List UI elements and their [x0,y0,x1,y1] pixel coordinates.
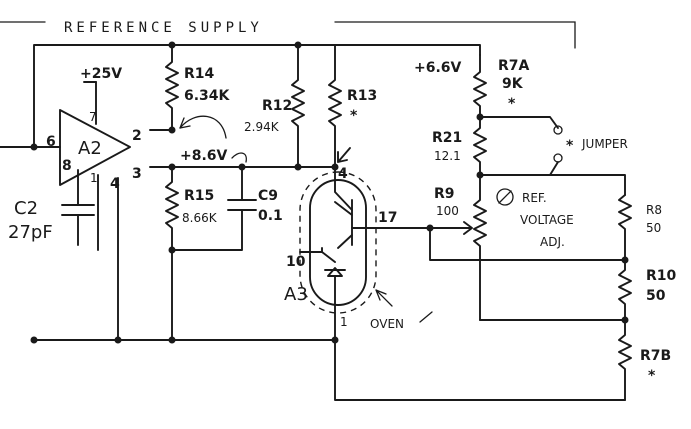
jumper-star: * [566,138,574,154]
r8-value: 50 [646,221,661,235]
r15-name: R15 [184,188,214,204]
r7a-star: * [508,96,516,112]
capacitor-c9 [171,166,257,251]
jumper-label: JUMPER [581,137,628,151]
a2-pin-7: 7 [89,110,97,124]
r12-name: R12 [262,98,292,114]
a3-name: A3 [284,284,308,305]
junction-dot [30,336,38,344]
jumper-terminal [553,153,563,163]
r9-name: R9 [434,186,455,202]
a3-pin-4: 4 [338,166,348,182]
a2-pin-4: 4 [110,176,120,192]
a3-pin-10: 10 [286,254,306,270]
oven-pointer [375,289,433,323]
junction-dot [331,163,339,171]
a2-pin-8: 8 [62,158,72,174]
a2-pin-3: 3 [132,166,142,182]
a3-pin-17: 17 [378,210,397,226]
r12-value: 2.94K [244,120,280,134]
c2-name: C2 [14,198,38,219]
potentiometer-r9 [473,174,487,321]
a2-pin-6: 6 [46,134,56,150]
r13-name: R13 [347,88,377,104]
resistor-r13 [328,44,342,181]
r14-name: R14 [184,66,215,82]
jumper-top-wire [479,116,559,129]
svg-text:A2: A2 [78,138,102,159]
r13-value: * [350,108,358,124]
resistor-r14 [165,44,179,131]
r9-wiper-arrow [429,221,473,235]
supply-25v-wire [83,81,97,125]
oven-label: OVEN [370,317,404,331]
resistor-r7a [473,54,487,118]
r10-name: R10 [646,268,677,284]
resistor-r7b [618,319,632,401]
junction-dot [114,336,122,344]
resistor-r8 [618,194,632,261]
a3-oven-package [299,171,431,341]
supply-25v-label: +25V [80,66,122,82]
c9-name: C9 [258,188,278,204]
resistor-r10 [618,259,632,319]
r7a-value: 9K [502,76,524,92]
r7a-name: R7A [498,58,530,74]
ref-adj-line2: VOLTAGE [520,213,574,227]
title-frame [0,21,576,49]
r15-value: 8.66K [182,211,218,225]
feedback-arrow [179,115,227,139]
resistor-r15 [165,166,179,341]
a2-pin-2: 2 [132,128,142,144]
r21-name: R21 [432,130,462,146]
resistor-r21 [473,116,487,176]
supply-66v-label: +6.6V [414,60,462,76]
r14-value: 6.34K [184,88,231,104]
ref-adj-line3: ADJ. [540,235,565,249]
c9-value: 0.1 [258,208,283,224]
jumper-bottom-wire [479,161,559,176]
a2-pin-1: 1 [90,171,98,185]
r9-wiper-return-wire [429,227,626,261]
jumper-terminal [553,125,563,135]
r10-value: 50 [646,288,666,304]
r8-top-wire [479,174,626,196]
capacitor-c2 [61,169,95,246]
node-86v-pointer [231,152,247,163]
title-text: REFERENCE SUPPLY [64,20,263,36]
r21-value: 12.1 [434,149,461,163]
c2-value: 27pF [8,222,53,243]
top-rail-wire [33,44,481,148]
pin4-arrow [337,147,351,163]
resistor-r12 [291,44,305,168]
a3-pin-1: 1 [340,315,348,329]
node-86v-label: +8.6V [180,148,228,164]
r7b-star: * [648,368,656,384]
r7b-name: R7B [640,348,671,364]
r9-value: 100 [436,204,459,218]
bottom-return-wire [334,339,626,401]
r8-name: R8 [646,203,662,217]
adjust-icon [496,188,514,206]
ref-adj-line1: REF. [522,191,547,205]
